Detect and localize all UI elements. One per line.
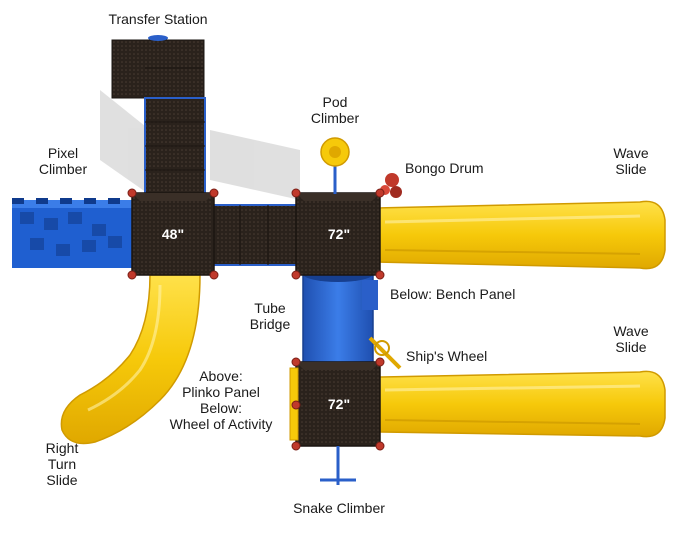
deck-left — [131, 192, 215, 276]
label-plinko-wheel: Above: Plinko Panel Below: Wheel of Acti… — [158, 368, 284, 432]
label-wave-slide-bottom-line1: Wave — [613, 323, 649, 339]
label-bongo-drum: Bongo Drum — [405, 160, 484, 176]
label-below-bench-panel: Below: Bench Panel — [390, 286, 516, 302]
label-plinko-line1: Above: — [199, 368, 243, 384]
pixel-climber — [12, 198, 134, 268]
label-tube-bridge-line2: Bridge — [249, 316, 291, 332]
deck-height-lower: 72" — [327, 396, 351, 412]
wave-slide-top — [377, 200, 666, 270]
snake-climber — [320, 446, 356, 485]
label-wave-slide-top-line1: Wave — [613, 145, 649, 161]
walkway — [211, 204, 298, 266]
transfer-station — [111, 35, 206, 195]
label-right-turn-slide-line3: Slide — [46, 472, 78, 488]
label-wave-slide-bottom-line2: Slide — [615, 339, 647, 355]
label-plinko-line2: Plinko Panel — [182, 384, 260, 400]
label-right-turn-slide: Right Turn Slide — [32, 440, 92, 488]
label-wave-slide-bottom: Wave Slide — [603, 323, 659, 355]
label-wave-slide-top: Wave Slide — [603, 145, 659, 177]
label-wave-slide-top-line2: Slide — [615, 161, 647, 177]
deck-right — [295, 192, 381, 276]
label-pixel-climber-line2: Climber — [38, 161, 88, 177]
label-pixel-climber: Pixel Climber — [30, 145, 96, 177]
label-pixel-climber-line1: Pixel — [47, 145, 79, 161]
label-transfer-station: Transfer Station — [108, 11, 208, 27]
deck-height-right: 72" — [327, 226, 351, 242]
ships-wheel — [368, 336, 402, 370]
label-right-turn-slide-line2: Turn — [47, 456, 77, 472]
label-snake-climber: Snake Climber — [293, 500, 385, 516]
wave-slide-bottom — [377, 370, 666, 438]
label-pod-climber-line1: Pod — [322, 94, 348, 110]
deck-height-left: 48" — [161, 226, 185, 242]
right-turn-slide — [60, 274, 201, 445]
label-right-turn-slide-line1: Right — [45, 440, 79, 456]
label-tube-bridge-line1: Tube — [254, 300, 286, 316]
ground-shadows — [100, 90, 300, 200]
label-pod-climber: Pod Climber — [305, 94, 365, 126]
label-plinko-line3: Below: — [199, 400, 243, 416]
label-pod-climber-line2: Climber — [310, 110, 360, 126]
label-tube-bridge: Tube Bridge — [240, 300, 300, 332]
pod-climber — [320, 137, 350, 194]
label-ships-wheel: Ship's Wheel — [406, 348, 488, 364]
deck-clamps — [127, 188, 385, 451]
tube-bridge — [302, 266, 378, 371]
label-plinko-line4: Wheel of Activity — [169, 416, 273, 432]
